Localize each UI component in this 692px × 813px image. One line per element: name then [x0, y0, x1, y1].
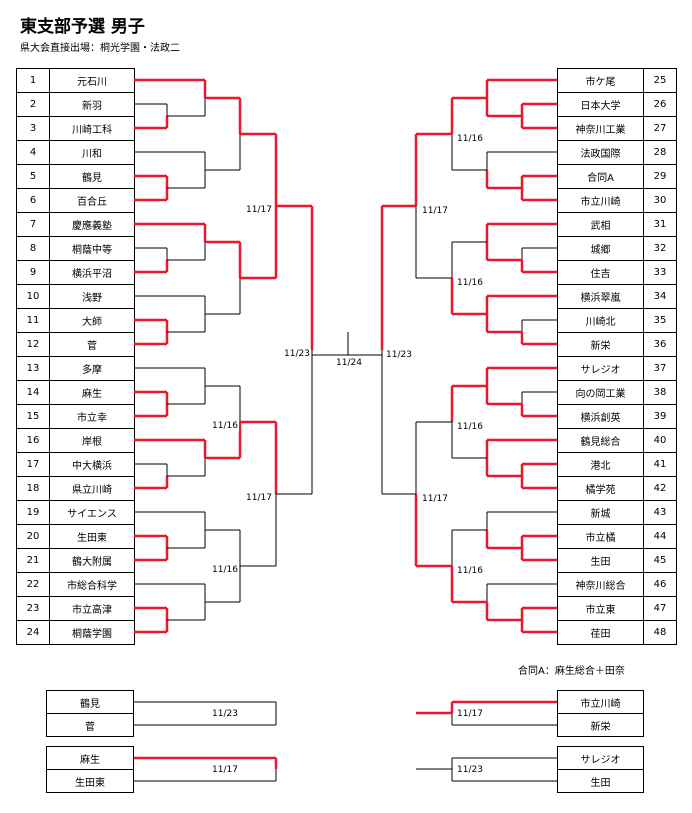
playoff-2-date: 11/17	[211, 765, 239, 776]
team-name: 法政国際	[557, 140, 644, 165]
team-name: サレジオ	[557, 356, 644, 381]
date-label-right-r3-a: 11/16	[456, 134, 484, 145]
team-seed: 28	[643, 140, 677, 165]
team-name: 武相	[557, 212, 644, 237]
page-title: 東支部予選 男子	[20, 17, 145, 37]
team-name: 横浜創英	[557, 404, 644, 429]
date-label-right-r3-c: 11/16	[456, 422, 484, 433]
team-name: 市立高津	[49, 596, 135, 621]
team-seed: 4	[16, 140, 50, 165]
team-name: 横浜翠嵐	[557, 284, 644, 309]
team-seed: 6	[16, 188, 50, 213]
playoff-1-top: 鶴見	[46, 690, 134, 714]
date-label-left-r4-top: 11/17	[245, 205, 273, 216]
team-name: 鶴見	[49, 164, 135, 189]
playoff-1-bottom: 菅	[46, 713, 134, 737]
playoff-4-top: サレジオ	[557, 746, 644, 770]
footnote: 合同A：麻生総合＋田奈	[518, 666, 625, 677]
team-name: 橘学苑	[557, 476, 644, 501]
team-name: 荏田	[557, 620, 644, 645]
playoff-3-date: 11/17	[456, 709, 484, 720]
team-seed: 35	[643, 308, 677, 333]
team-name: 新城	[557, 500, 644, 525]
team-seed: 41	[643, 452, 677, 477]
date-label-left-r3-b: 11/16	[211, 565, 239, 576]
page-subtitle: 県大会直接出場：桐光学園・法政二	[20, 43, 180, 54]
team-seed: 14	[16, 380, 50, 405]
team-name: 鶴見総合	[557, 428, 644, 453]
team-name: サイエンス	[49, 500, 135, 525]
team-name: 市ケ尾	[557, 68, 644, 93]
team-seed: 23	[16, 596, 50, 621]
team-name: 横浜平沼	[49, 260, 135, 285]
team-seed: 48	[643, 620, 677, 645]
team-name: 桐蔭学園	[49, 620, 135, 645]
team-seed: 11	[16, 308, 50, 333]
date-label-left-r4-bot: 11/17	[245, 493, 273, 504]
date-label-right-r4-bot: 11/17	[421, 494, 449, 505]
date-label-right-semi: 11/23	[385, 350, 413, 361]
team-name: 桐蔭中等	[49, 236, 135, 261]
team-seed: 7	[16, 212, 50, 237]
team-name: 神奈川工業	[557, 116, 644, 141]
team-seed: 33	[643, 260, 677, 285]
team-name: 神奈川総合	[557, 572, 644, 597]
team-name: 新栄	[557, 332, 644, 357]
team-name: 慶應義塾	[49, 212, 135, 237]
date-label-left-semi: 11/23	[283, 349, 311, 360]
date-label-right-r4-top: 11/17	[421, 206, 449, 217]
team-seed: 45	[643, 548, 677, 573]
team-seed: 25	[643, 68, 677, 93]
playoff-1-date: 11/23	[211, 709, 239, 720]
team-name: 元石川	[49, 68, 135, 93]
team-seed: 17	[16, 452, 50, 477]
team-seed: 32	[643, 236, 677, 261]
date-label-right-r3-b: 11/16	[456, 278, 484, 289]
playoff-4-bottom: 生田	[557, 769, 644, 793]
team-seed: 2	[16, 92, 50, 117]
team-seed: 13	[16, 356, 50, 381]
playoff-3-bottom: 新栄	[557, 713, 644, 737]
date-label-left-r3-a: 11/16	[211, 421, 239, 432]
team-seed: 9	[16, 260, 50, 285]
team-name: 生田東	[49, 524, 135, 549]
date-label-final: 11/24	[335, 358, 363, 369]
team-name: 麻生	[49, 380, 135, 405]
date-label-right-r3-d: 11/16	[456, 566, 484, 577]
team-seed: 26	[643, 92, 677, 117]
team-name: 日本大学	[557, 92, 644, 117]
playoff-2-top: 麻生	[46, 746, 134, 770]
playoff-2-bottom: 生田東	[46, 769, 134, 793]
team-seed: 37	[643, 356, 677, 381]
team-seed: 40	[643, 428, 677, 453]
team-seed: 47	[643, 596, 677, 621]
playoff-4-date: 11/23	[456, 765, 484, 776]
team-name: 岸根	[49, 428, 135, 453]
team-name: 市総合科学	[49, 572, 135, 597]
team-name: 市立幸	[49, 404, 135, 429]
team-seed: 21	[16, 548, 50, 573]
playoff-3-top: 市立川崎	[557, 690, 644, 714]
team-seed: 27	[643, 116, 677, 141]
